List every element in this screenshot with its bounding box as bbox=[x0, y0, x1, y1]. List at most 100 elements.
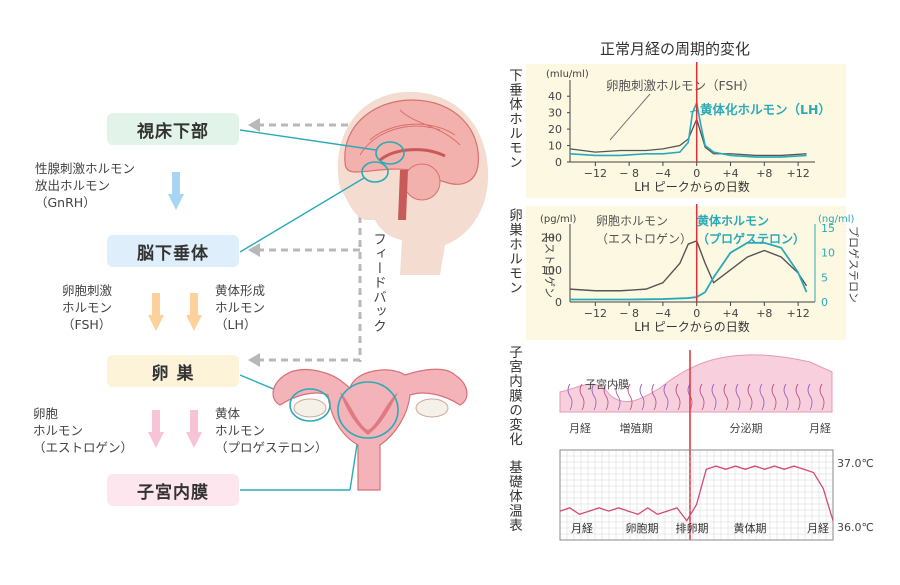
gland-mark bbox=[603, 383, 609, 411]
phase-label: 黄体期 bbox=[734, 521, 767, 535]
chart-frame bbox=[559, 449, 834, 541]
chart2-panel bbox=[526, 206, 846, 340]
series-label-lh: 黄体化ホルモン（LH） bbox=[700, 102, 831, 117]
row2-label: 卵巣ホルモン bbox=[506, 208, 522, 295]
gland-mark bbox=[675, 383, 681, 411]
phase-label: 排卵期 bbox=[676, 521, 709, 535]
x-tick-label: −12 bbox=[584, 167, 607, 180]
y-tick-label: 0 bbox=[555, 296, 562, 309]
gland-mark bbox=[663, 383, 669, 411]
gland-mark bbox=[723, 383, 729, 411]
series-line-fsh bbox=[569, 117, 807, 157]
series-label-estrogen-sub: （エストロゲン） bbox=[596, 232, 692, 246]
y2-tick-label: 15 bbox=[821, 222, 835, 235]
endometrium-label: 子宮内膜 bbox=[137, 482, 209, 503]
y-tick-label: 20 bbox=[548, 123, 562, 136]
x-axis-label: LH ピークからの日数 bbox=[634, 179, 750, 194]
phase-label: 月経 bbox=[571, 522, 593, 535]
row3-label: 子宮内膜の変化 bbox=[506, 345, 522, 447]
phase-label: 増殖期 bbox=[620, 422, 653, 435]
phase-label: 卵胞期 bbox=[626, 522, 659, 535]
gnrh-label: 性腺刺激ホルモン 放出ホルモン （GnRH） bbox=[35, 161, 136, 210]
y-tick-label: 36.0℃ bbox=[837, 521, 874, 534]
y-tick-label: 30 bbox=[548, 107, 562, 120]
down-arrow-icon bbox=[148, 293, 164, 331]
series-label-fsh: 卵胞刺激ホルモン（FSH） bbox=[606, 78, 755, 93]
pituitary-label: 脳下垂体 bbox=[137, 243, 209, 264]
y-tick-label: 0 bbox=[555, 156, 562, 169]
x-tick-label: − 8 bbox=[619, 307, 639, 320]
series-label-progesterone: 黄体ホルモン bbox=[697, 213, 769, 228]
series-line-lh bbox=[569, 100, 807, 158]
y-tick-label: 37.0℃ bbox=[837, 457, 874, 470]
down-arrow-icon bbox=[186, 293, 202, 331]
y2-tick-label: 10 bbox=[821, 247, 835, 260]
x-tick-label: +8 bbox=[756, 167, 772, 180]
x-tick-label: −4 bbox=[655, 307, 671, 320]
gland-mark bbox=[699, 383, 705, 411]
gland-mark bbox=[783, 383, 789, 411]
x-axis-label: LH ピークからの日数 bbox=[634, 319, 750, 334]
y-tick-label: 200 bbox=[541, 232, 562, 245]
x-tick-label: −12 bbox=[584, 307, 607, 320]
chart1-panel bbox=[526, 64, 846, 198]
x-tick-label: −4 bbox=[655, 167, 671, 180]
x-tick-label: +4 bbox=[722, 167, 738, 180]
series-label-progesterone-sub: （プロゲステロン） bbox=[697, 231, 805, 246]
x-tick-label: +12 bbox=[786, 307, 809, 320]
down-arrow-icon bbox=[168, 172, 184, 210]
fsh-label: 卵胞刺激 ホルモン （FSH） bbox=[62, 283, 113, 332]
gland-mark bbox=[807, 383, 813, 411]
endometrium-text: 子宮内膜 bbox=[585, 377, 629, 391]
row4-label: 基礎体温表 bbox=[506, 460, 522, 533]
y2-tick-label: 5 bbox=[821, 271, 828, 284]
down-arrow-icon bbox=[148, 410, 164, 448]
series-line-estrogen bbox=[569, 239, 808, 292]
hypothalamus-box: 視床下部 bbox=[107, 113, 239, 145]
y-tick-label: 10 bbox=[548, 140, 562, 153]
x-tick-label: +4 bbox=[722, 307, 738, 320]
leader-line-fsh bbox=[609, 93, 651, 141]
feedback-label: フィードバック bbox=[370, 232, 386, 334]
phase-label: 分泌期 bbox=[730, 422, 763, 435]
series-line-progesterone bbox=[570, 241, 808, 301]
down-arrow-icon bbox=[186, 410, 202, 448]
gland-mark bbox=[711, 383, 717, 411]
gland-mark bbox=[759, 383, 765, 411]
row1-label: 下垂体ホルモン bbox=[506, 68, 522, 170]
x-tick-label: − 8 bbox=[619, 167, 639, 180]
endometrium-shape bbox=[559, 354, 833, 413]
x-tick-label: 0 bbox=[693, 307, 700, 320]
x-tick-label: +8 bbox=[756, 307, 772, 320]
gland-mark bbox=[639, 383, 645, 411]
gland-mark bbox=[747, 383, 753, 411]
right-title: 正常月経の周期的変化 bbox=[600, 40, 751, 58]
y2-unit-label: (ng/ml) bbox=[818, 214, 854, 225]
gland-mark bbox=[579, 383, 585, 411]
x-tick-label: +12 bbox=[786, 167, 809, 180]
estrogen-label: 卵胞 ホルモン （エストロゲン） bbox=[33, 406, 134, 455]
gland-mark bbox=[627, 383, 633, 411]
gland-mark bbox=[819, 383, 825, 411]
y-unit-label: (mIu/ml) bbox=[546, 69, 589, 80]
gland-mark bbox=[651, 383, 657, 411]
endometrium-box: 子宮内膜 bbox=[107, 474, 239, 506]
y2-axis-label: プロゲステロン bbox=[847, 226, 860, 303]
series-label-estrogen: 卵胞ホルモン bbox=[596, 214, 668, 228]
gland-mark bbox=[591, 383, 597, 411]
anatomy-illustration bbox=[240, 91, 489, 491]
phase-label: 月経 bbox=[569, 422, 591, 435]
y-unit-label: (pg/ml) bbox=[540, 214, 576, 225]
y-tick-label: 100 bbox=[541, 264, 562, 277]
phase-label: 月経 bbox=[809, 422, 831, 435]
hypothalamus-label: 視床下部 bbox=[137, 121, 209, 142]
gland-mark bbox=[567, 383, 573, 411]
pituitary-box: 脳下垂体 bbox=[107, 235, 239, 267]
ovary-label: 卵 巣 bbox=[151, 363, 195, 384]
lh-label: 黄体形成 ホルモン （LH） bbox=[215, 283, 266, 332]
gland-mark bbox=[771, 383, 777, 411]
phase-label: 月経 bbox=[807, 522, 829, 535]
gland-mark bbox=[735, 383, 741, 411]
y-tick-label: 40 bbox=[548, 90, 562, 103]
